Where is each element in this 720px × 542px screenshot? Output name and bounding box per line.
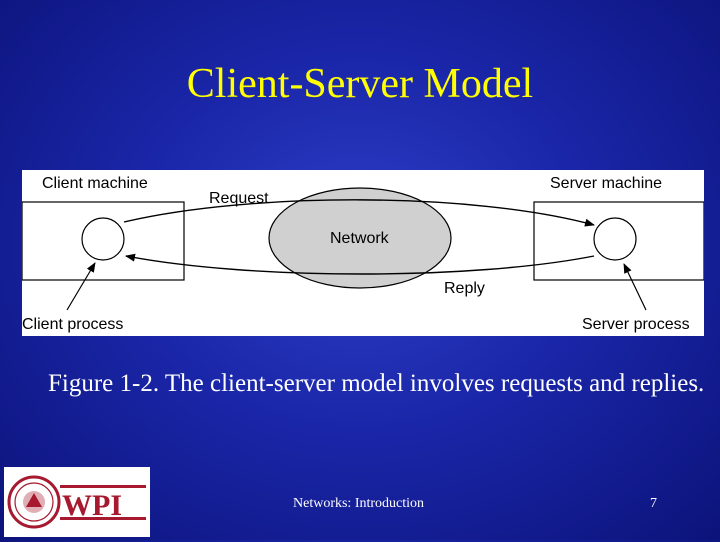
- server-process-label: Server process: [582, 316, 690, 333]
- reply-label: Reply: [444, 280, 485, 297]
- page-number: 7: [650, 496, 657, 511]
- network-ellipse: [268, 187, 452, 289]
- client-server-diagram: Client machine Server machine Request Ne…: [22, 170, 704, 336]
- diagram-svg: Client machine Server machine Request Ne…: [22, 175, 704, 333]
- wpi-logo: WPI: [4, 467, 150, 537]
- server-process-pointer: [623, 263, 647, 311]
- reply-arrow: [125, 253, 595, 275]
- network-label: Network: [330, 230, 390, 247]
- client-process-circle: [81, 217, 125, 261]
- request-arrow: [123, 199, 595, 227]
- wpi-logo-svg: WPI: [7, 475, 146, 529]
- request-label: Request: [209, 190, 269, 207]
- wpi-wordmark: WPI: [62, 489, 122, 522]
- client-process-label: Client process: [22, 316, 123, 333]
- client-machine-label: Client machine: [42, 175, 148, 192]
- footer-text: Networks: Introduction: [293, 496, 425, 511]
- slide-title: Client-Server Model: [186, 61, 534, 107]
- server-process-circle: [593, 217, 637, 261]
- server-machine-label: Server machine: [550, 175, 662, 192]
- client-process-pointer: [66, 262, 96, 311]
- figure-caption: Figure 1-2. The client-server model invo…: [48, 370, 705, 397]
